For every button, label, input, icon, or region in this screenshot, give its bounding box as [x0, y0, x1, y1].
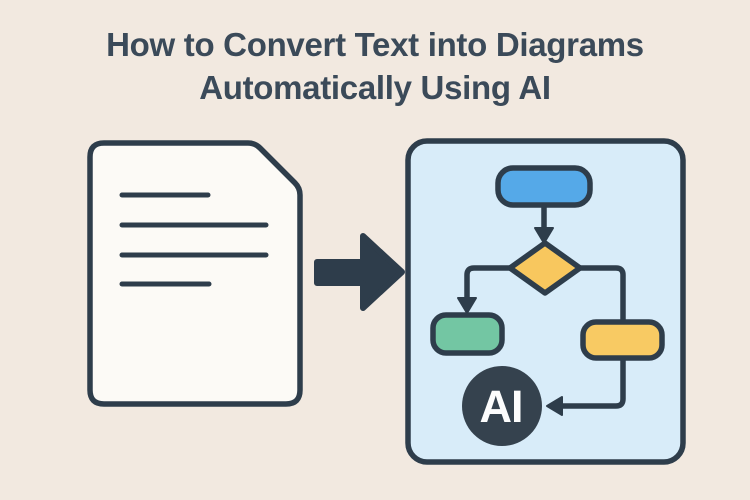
document-icon — [87, 140, 303, 407]
connector-decision-to-right — [577, 265, 626, 323]
ai-badge: AI — [462, 366, 542, 446]
connector-right-to-ai — [559, 357, 626, 409]
ai-badge-label: AI — [480, 381, 523, 432]
title-line-2: Automatically Using AI — [199, 69, 551, 106]
arrowhead-left-icon — [546, 396, 563, 416]
ai-badge-circle — [462, 366, 542, 446]
flowchart-panel: AI — [405, 138, 686, 465]
flowchart-right-branch-node — [580, 319, 665, 361]
arrowhead-down-icon — [457, 297, 477, 314]
page-title: How to Convert Text into Diagrams Automa… — [0, 23, 750, 109]
flowchart-decision-node — [507, 240, 583, 296]
document-text-lines — [119, 192, 269, 287]
arrowhead-down-icon — [534, 227, 554, 244]
connector-decision-to-left — [464, 265, 513, 301]
flowchart-start-node — [495, 165, 593, 208]
title-line-1: How to Convert Text into Diagrams — [106, 26, 644, 63]
document-outline — [87, 140, 303, 407]
flowchart-left-branch-node — [430, 312, 505, 356]
arrow-right-icon — [314, 233, 405, 311]
